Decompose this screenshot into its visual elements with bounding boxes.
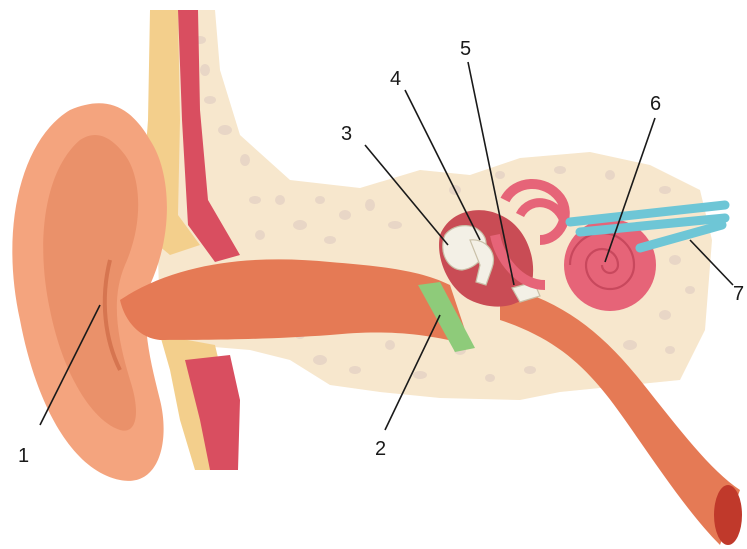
label-3: 3	[341, 123, 352, 145]
label-1: 1	[18, 445, 29, 467]
label-7: 7	[733, 283, 744, 305]
label-6: 6	[650, 93, 661, 115]
label-2: 2	[375, 438, 386, 460]
label-4: 4	[390, 68, 401, 90]
temporal-bone	[150, 10, 712, 400]
label-5: 5	[460, 38, 471, 60]
